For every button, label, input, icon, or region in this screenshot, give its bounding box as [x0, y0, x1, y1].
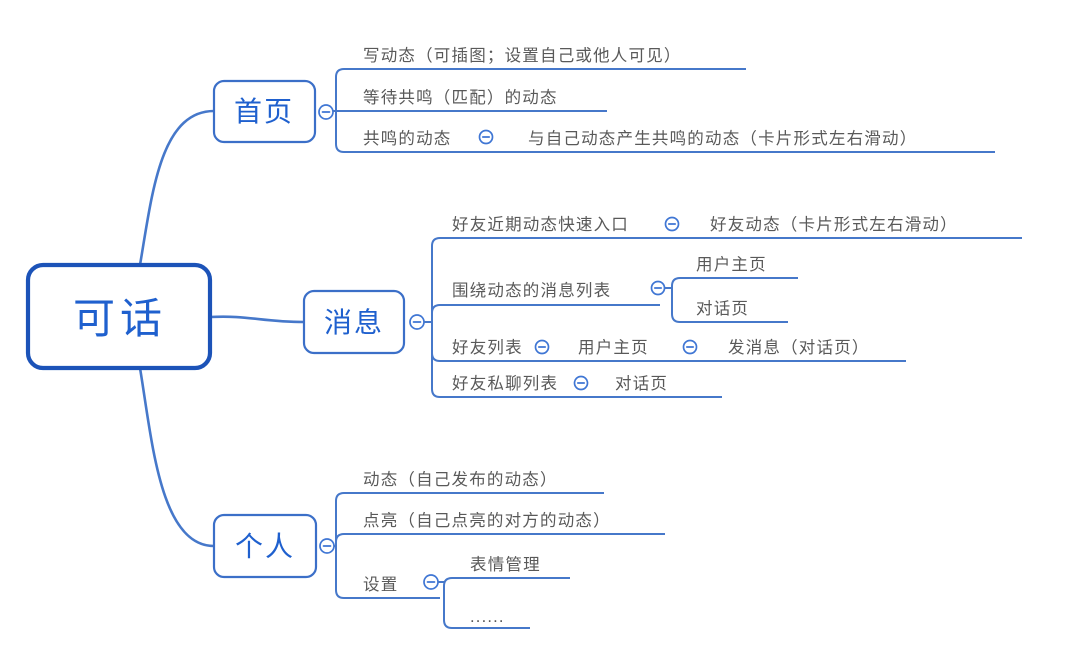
connector-messages-children [431, 237, 1022, 398]
branch-node-personal[interactable] [212, 513, 318, 579]
collapse-minus-icon-home[interactable] [318, 104, 334, 120]
connector-personal-row2 [335, 533, 665, 543]
connector-messages-row3 [431, 352, 906, 362]
branch-node-home-label: 首页 [234, 96, 294, 127]
connector-messages-row2 [431, 304, 660, 314]
branch-node-home[interactable] [212, 79, 317, 144]
collapse-minus-icon-messages[interactable] [409, 314, 425, 330]
branch-node-messages-label: 消息 [324, 307, 384, 338]
topic-friends-recent-entry[interactable]: 好友近期动态快速入口 [452, 215, 629, 234]
connector-personal-children [335, 492, 604, 599]
topic-friend-list[interactable]: 好友列表 [452, 338, 523, 357]
collapse-minus-icon-private-chat[interactable] [573, 375, 589, 391]
topic-lit-posts[interactable]: 点亮（自己点亮的对方的动态） [363, 511, 611, 530]
connector-settings-children [443, 577, 570, 629]
topic-private-chat-list[interactable]: 好友私聊列表 [452, 374, 558, 393]
topic-post-message-list[interactable]: 围绕动态的消息列表 [452, 281, 611, 300]
topic-my-posts[interactable]: 动态（自己发布的动态） [363, 470, 558, 489]
topic-write-post[interactable]: 写动态（可插图；设置自己或他人可见） [363, 46, 682, 65]
edge-root-personal [138, 366, 216, 548]
edge-root-home [138, 109, 216, 267]
collapse-minus-icon-resonated[interactable] [478, 129, 494, 145]
topic-send-message[interactable]: 发消息（对话页） [728, 338, 870, 357]
topic-user-homepage[interactable]: 用户主页 [696, 255, 767, 274]
root-node[interactable] [25, 262, 213, 371]
branch-node-personal-label: 个人 [235, 531, 295, 562]
root-node-label: 可话 [73, 295, 167, 342]
collapse-minus-icon-post-message-list[interactable] [650, 280, 666, 296]
collapse-minus-icon-friends-recent[interactable] [664, 216, 680, 232]
collapse-minus-icon-friend-list[interactable] [534, 339, 550, 355]
topic-friends-posts-cards[interactable]: 好友动态（卡片形式左右滑动） [710, 215, 958, 234]
topic-waiting-resonance[interactable]: 等待共鸣（匹配）的动态 [363, 88, 558, 107]
branch-node-messages[interactable] [302, 289, 406, 355]
collapse-minus-icon-friend-list-homepage[interactable] [682, 339, 698, 355]
topic-resonated-posts[interactable]: 共鸣的动态 [363, 129, 452, 148]
topic-emoji-management[interactable]: 表情管理 [470, 555, 541, 574]
topic-settings[interactable]: 设置 [363, 575, 398, 594]
connector-post-message-children [671, 277, 798, 323]
topic-resonated-posts-detail[interactable]: 与自己动态产生共鸣的动态（卡片形式左右滑动） [528, 129, 917, 148]
topic-settings-more[interactable]: ...... [470, 608, 505, 626]
topic-chat-page[interactable]: 对话页 [696, 299, 749, 318]
collapse-minus-icon-settings[interactable] [423, 574, 439, 590]
topic-friend-list-user-homepage[interactable]: 用户主页 [578, 338, 649, 357]
topic-private-chat-page[interactable]: 对话页 [615, 374, 668, 393]
edge-root-messages [208, 315, 306, 324]
collapse-minus-icon-personal[interactable] [319, 538, 335, 554]
